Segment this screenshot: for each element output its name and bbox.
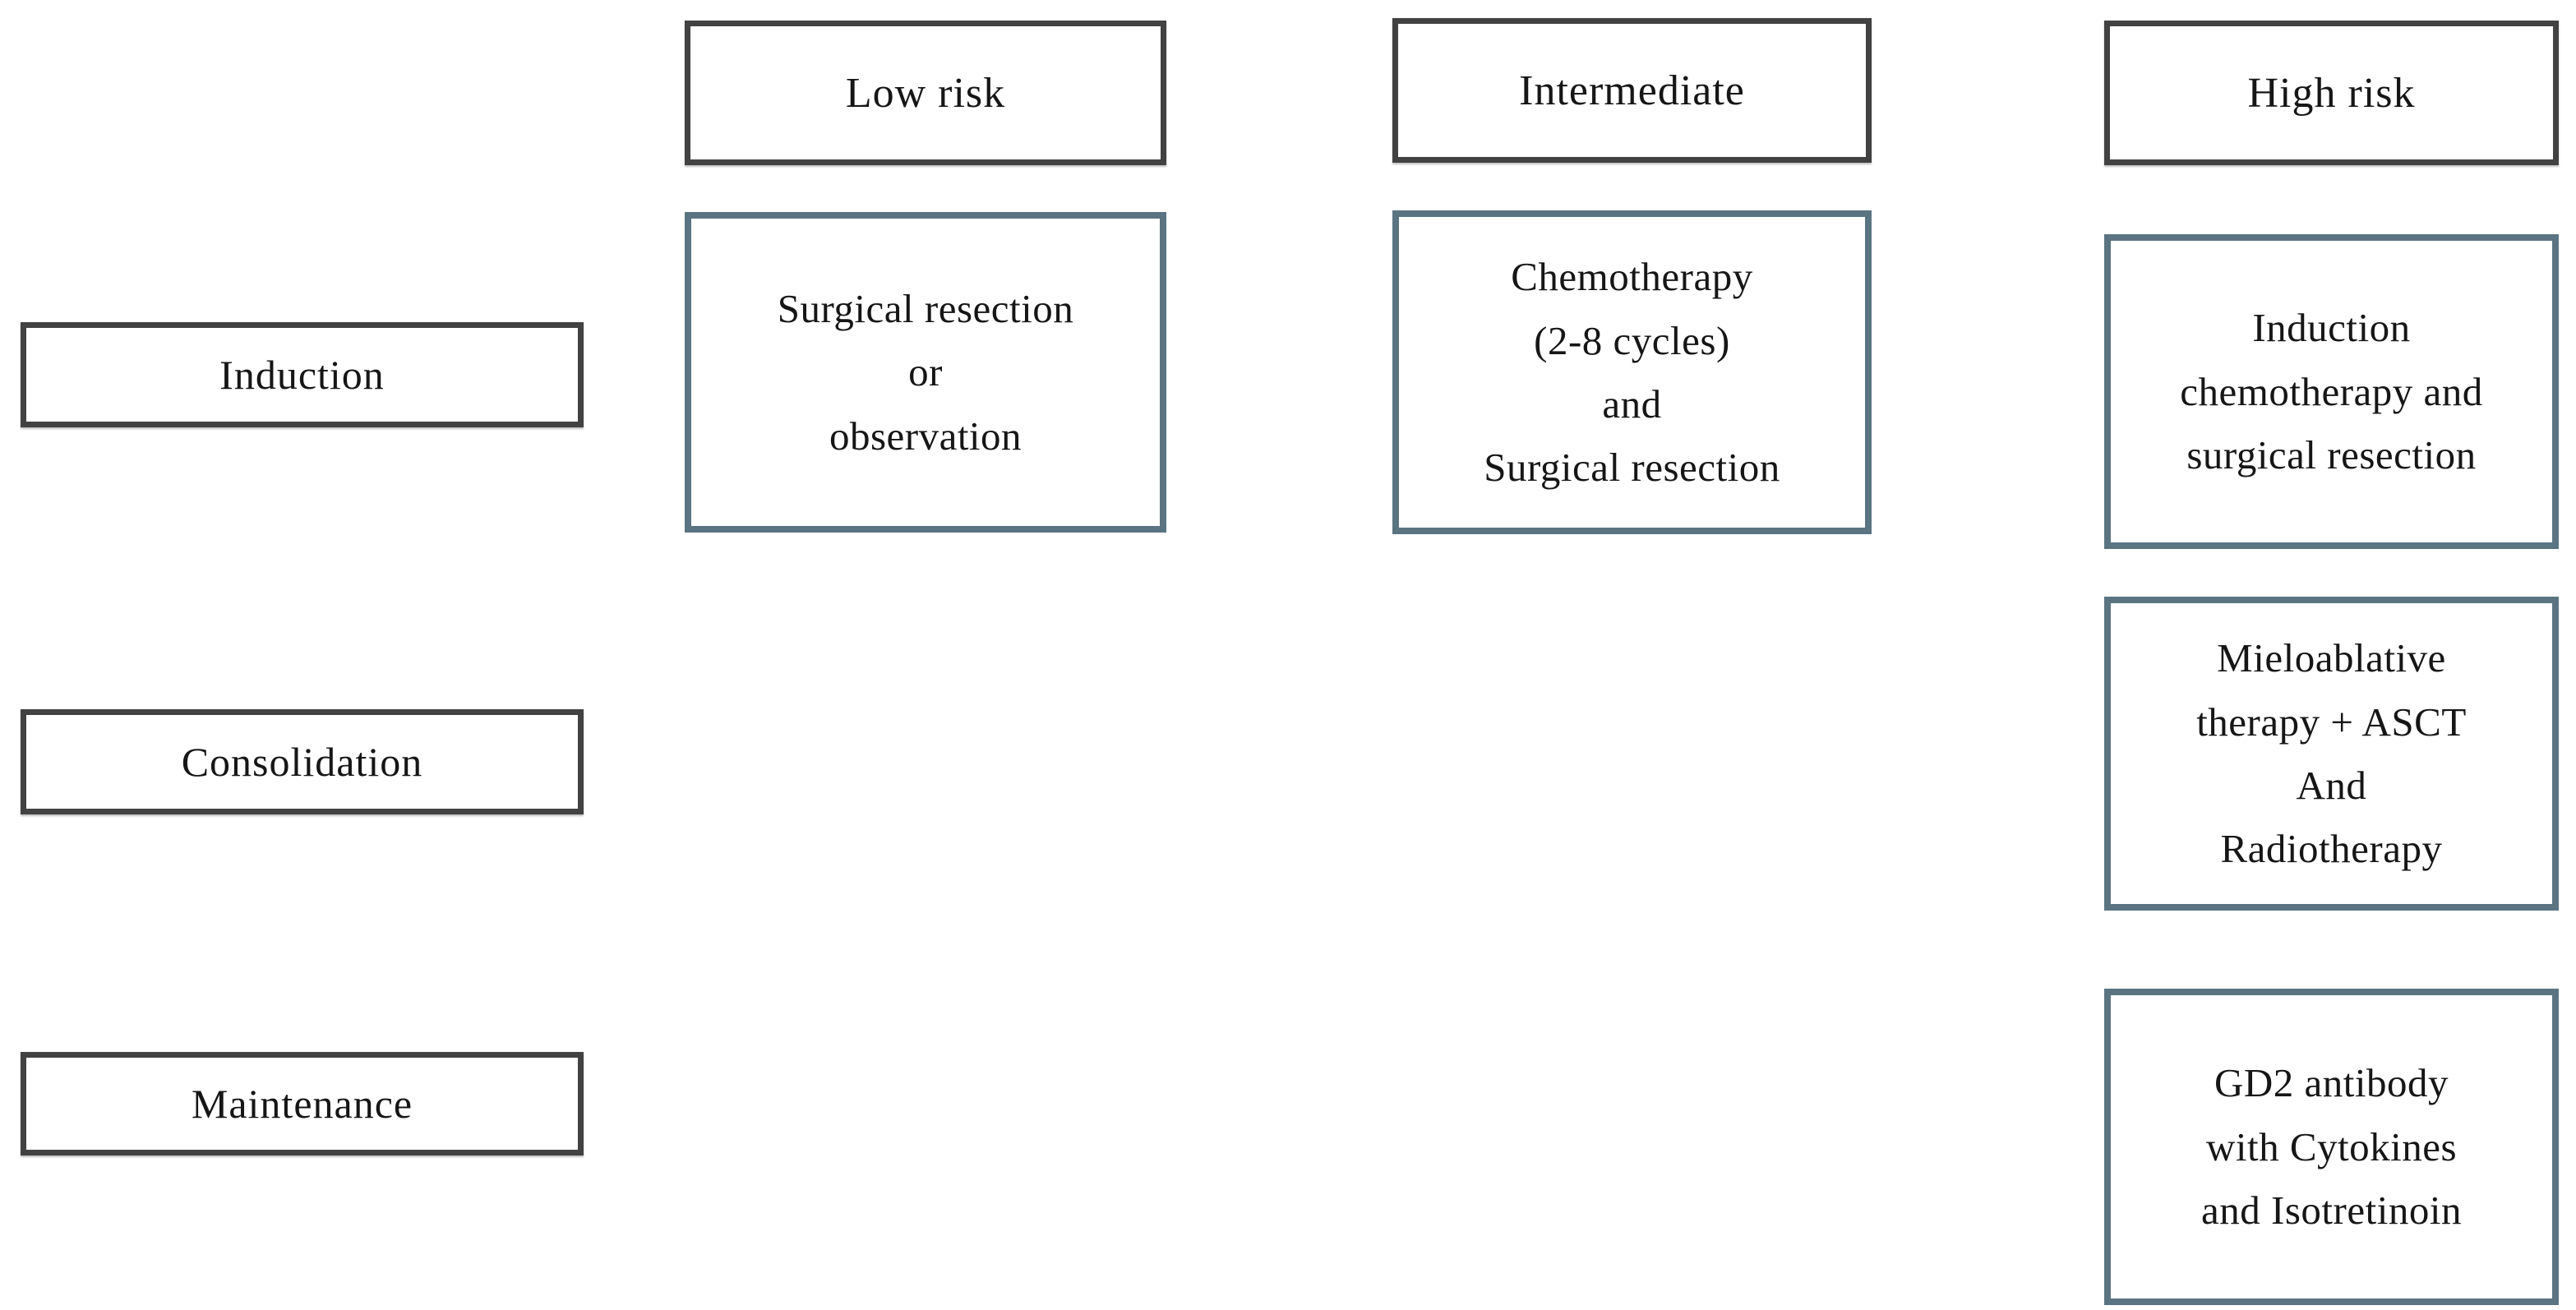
- treatment-line: and: [1602, 381, 1662, 427]
- treatment-line: Mieloablative: [2217, 635, 2446, 681]
- treatment-box-low-induction-text: Surgical resection or observation: [778, 277, 1074, 468]
- treatment-line: observation: [829, 413, 1023, 459]
- risk-header-intermediate: Intermediate: [1392, 18, 1872, 163]
- treatment-line: surgical resection: [2186, 432, 2477, 478]
- treatment-box-low-induction: Surgical resection or observation: [685, 212, 1166, 533]
- treatment-box-high-maintenance-text: GD2 antibody with Cytokines and Isotreti…: [2201, 1051, 2462, 1242]
- treatment-line: Surgical resection: [777, 285, 1074, 331]
- phase-label-induction-text: Induction: [219, 352, 385, 398]
- treatment-line: (2-8 cycles): [1534, 317, 1730, 363]
- phase-label-maintenance: Maintenance: [21, 1052, 584, 1155]
- phase-label-maintenance-text: Maintenance: [191, 1081, 413, 1127]
- treatment-line: chemotherapy and: [2180, 368, 2483, 414]
- risk-header-low: Low risk: [685, 21, 1166, 165]
- treatment-line: GD2 antibody: [2214, 1060, 2449, 1106]
- phase-label-consolidation: Consolidation: [21, 709, 584, 814]
- treatment-line: And: [2296, 763, 2367, 808]
- treatment-line: Surgical resection: [1484, 445, 1780, 491]
- treatment-box-intermediate-induction-text: Chemotherapy (2-8 cycles) and Surgical r…: [1484, 245, 1780, 500]
- treatment-box-high-induction-text: Induction chemotherapy and surgical rese…: [2180, 296, 2483, 487]
- treatment-line: and Isotretinoin: [2201, 1188, 2462, 1234]
- phase-label-induction: Induction: [21, 322, 584, 427]
- treatment-line: therapy + ASCT: [2196, 699, 2467, 745]
- phase-label-consolidation-text: Consolidation: [181, 739, 423, 785]
- treatment-box-intermediate-induction: Chemotherapy (2-8 cycles) and Surgical r…: [1392, 210, 1872, 534]
- risk-header-low-label: Low risk: [845, 69, 1006, 117]
- treatment-line: or: [908, 349, 943, 395]
- treatment-box-high-maintenance: GD2 antibody with Cytokines and Isotreti…: [2104, 989, 2559, 1305]
- treatment-line: Radiotherapy: [2220, 826, 2443, 872]
- risk-header-high-label: High risk: [2247, 69, 2416, 117]
- treatment-box-high-consolidation: Mieloablative therapy + ASCT And Radioth…: [2104, 597, 2559, 911]
- treatment-line: Induction: [2252, 305, 2411, 351]
- risk-header-high: High risk: [2104, 21, 2559, 165]
- treatment-box-high-induction: Induction chemotherapy and surgical rese…: [2104, 234, 2559, 549]
- treatment-line: with Cytokines: [2205, 1123, 2458, 1169]
- risk-header-intermediate-label: Intermediate: [1519, 67, 1745, 114]
- treatment-line: Chemotherapy: [1511, 254, 1753, 300]
- treatment-box-high-consolidation-text: Mieloablative therapy + ASCT And Radioth…: [2196, 626, 2467, 881]
